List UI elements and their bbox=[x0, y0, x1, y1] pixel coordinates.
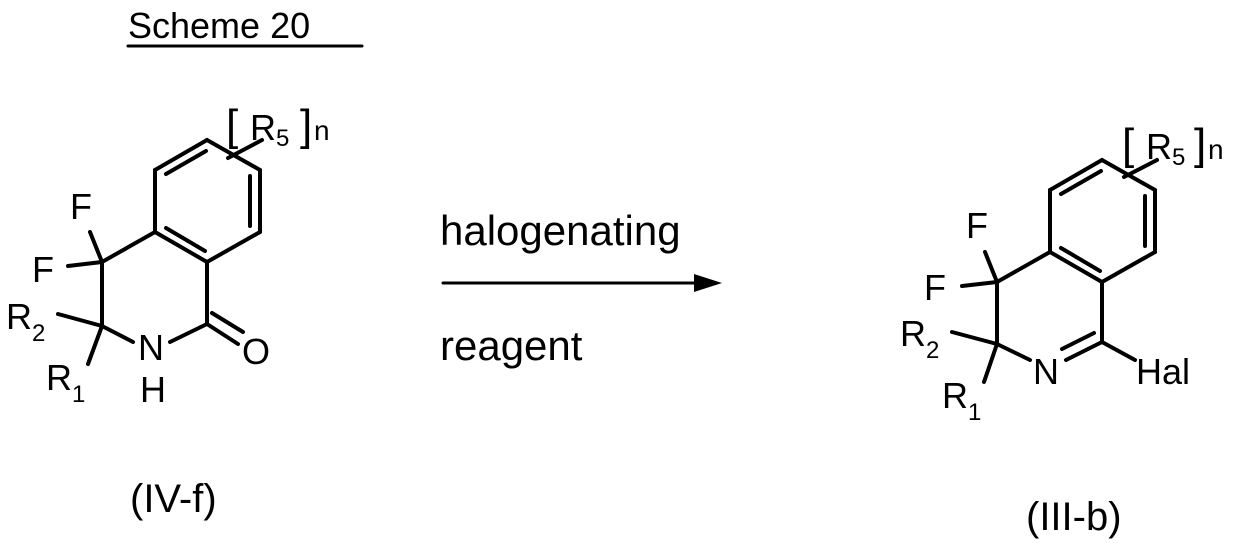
reactant-bond bbox=[102, 232, 155, 262]
product-atom-n: N bbox=[1033, 351, 1059, 392]
reactant-ring-bond bbox=[207, 232, 260, 262]
reagent-line-2: reagent bbox=[440, 322, 583, 369]
reactant-atom-n: N bbox=[138, 327, 164, 368]
product-bond-f bbox=[985, 252, 997, 282]
reactant-atom-h: H bbox=[140, 369, 166, 410]
product-structure bbox=[952, 160, 1157, 382]
product-atom-f-left: F bbox=[924, 267, 946, 308]
product-atom-f-top: F bbox=[966, 205, 988, 246]
product-atom-hal: Hal bbox=[1136, 351, 1190, 392]
reactant-bond-f bbox=[68, 262, 102, 266]
reactant-bracket-open: [ bbox=[226, 101, 238, 150]
reactant-bond-r1 bbox=[88, 326, 102, 364]
reactant-bond-f bbox=[90, 232, 102, 262]
product-bond-n bbox=[997, 344, 1030, 360]
product-bond-hal bbox=[1102, 342, 1135, 360]
reactant-atom-r2: R2 bbox=[6, 296, 45, 347]
scheme-title: Scheme 20 bbox=[128, 5, 310, 46]
reactant-bond-n bbox=[170, 324, 207, 342]
product-bracket-open: [ bbox=[1122, 120, 1134, 169]
reactant-atom-o: O bbox=[242, 331, 270, 372]
product-bond bbox=[997, 252, 1050, 282]
reactant-atom-r1: R1 bbox=[46, 357, 85, 408]
reactant-label: (IV-f) bbox=[130, 477, 217, 521]
product-atom-r1: R1 bbox=[942, 375, 981, 426]
reaction-arrow-head bbox=[694, 274, 722, 292]
product-bond-r2 bbox=[952, 332, 997, 344]
product-subscript-n: n bbox=[1208, 134, 1224, 165]
product-label: (III-b) bbox=[1026, 495, 1122, 539]
reactant-bond-n bbox=[102, 326, 133, 342]
product-atom-r2: R2 bbox=[900, 313, 939, 364]
reactant-bracket-close: ] bbox=[300, 101, 312, 150]
product-ring-bond bbox=[1102, 252, 1155, 282]
reactant-subscript-n: n bbox=[314, 115, 330, 146]
reactant-bond-r2 bbox=[58, 314, 102, 326]
reactant-atom-f-left: F bbox=[32, 249, 54, 290]
reactant-atom-f-top: F bbox=[70, 186, 92, 227]
product-bond-f bbox=[962, 282, 997, 286]
reactant-atom-r5: R5 bbox=[250, 107, 289, 152]
product-bond-r1 bbox=[984, 344, 997, 382]
product-atom-r5: R5 bbox=[1146, 126, 1185, 171]
product-bracket-close: ] bbox=[1194, 120, 1206, 169]
reagent-line-1: halogenating bbox=[440, 207, 681, 254]
